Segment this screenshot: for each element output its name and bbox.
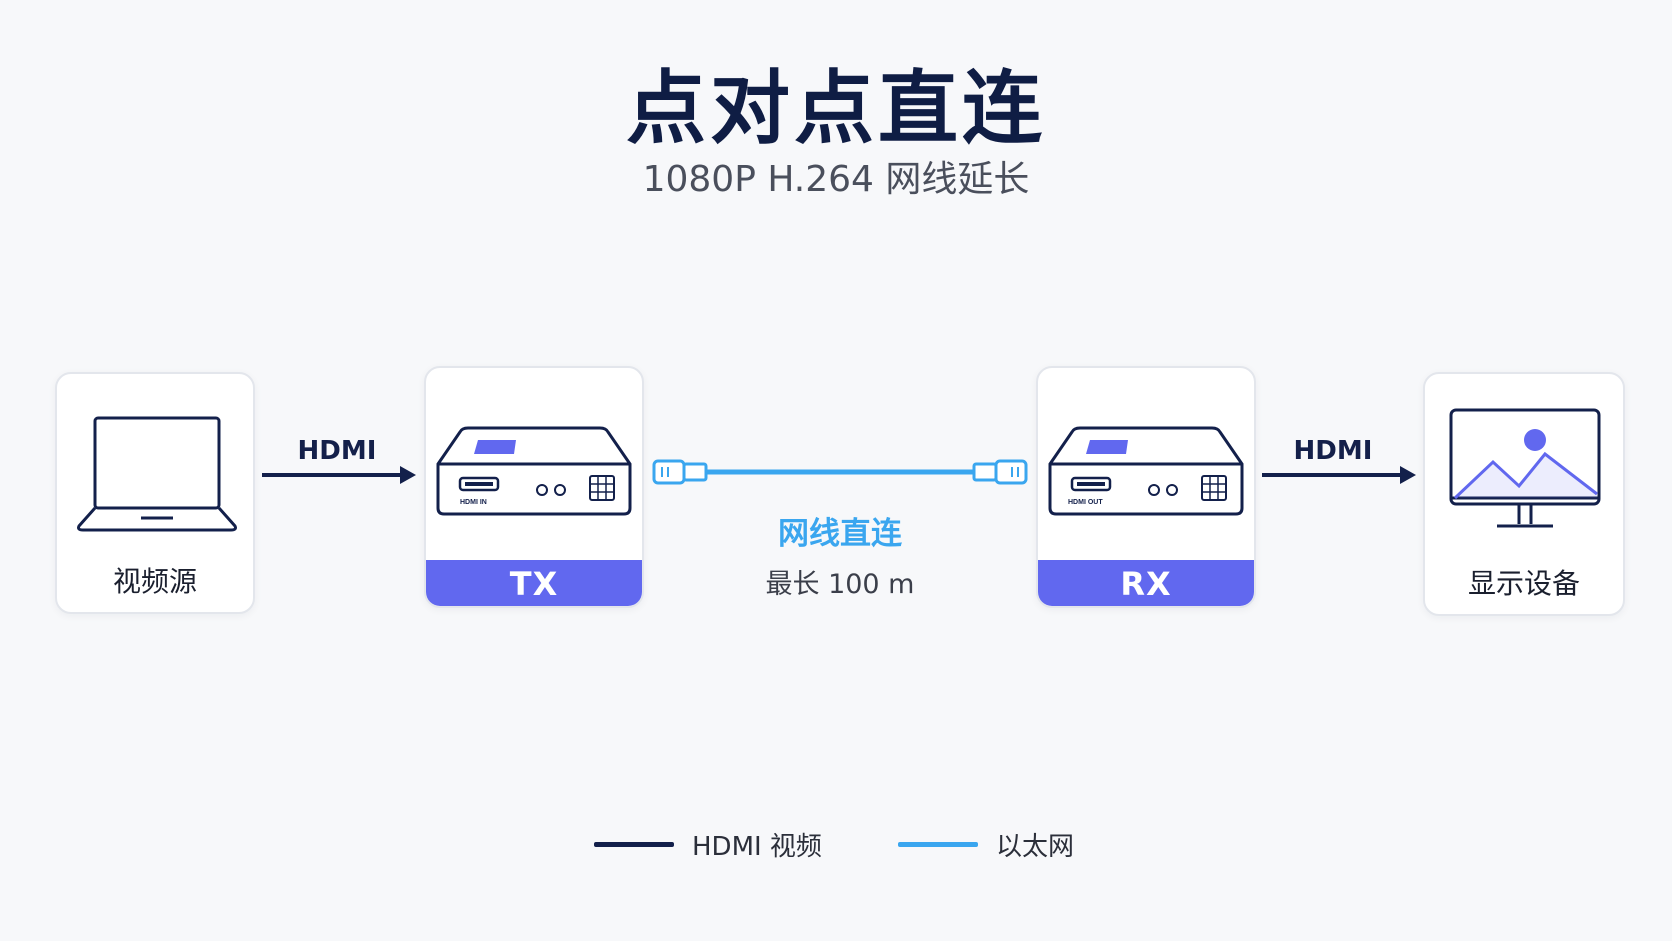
display-device-label: 显示设备 bbox=[1467, 567, 1580, 600]
ethernet-cable-icon bbox=[652, 459, 1028, 485]
hdmi-label-right: HDMI bbox=[1293, 436, 1373, 466]
hdmi-arrow-right bbox=[1262, 466, 1416, 484]
hdmi-arrow-left bbox=[262, 466, 416, 484]
video-source-card: 视频源 bbox=[55, 372, 255, 614]
rx-port-label: HDMI OUT bbox=[1068, 499, 1103, 506]
cable-title: 网线直连 bbox=[778, 516, 902, 552]
legend-hdmi-line bbox=[594, 842, 674, 847]
legend-hdmi-label: HDMI 视频 bbox=[692, 832, 822, 862]
video-source-label: 视频源 bbox=[112, 565, 197, 598]
legend-ethernet-line bbox=[898, 842, 978, 847]
cable-max-length: 最长 100 m bbox=[765, 569, 915, 600]
rx-device-icon: HDMI OUT bbox=[1048, 426, 1244, 516]
tx-device-icon: HDMI IN bbox=[436, 426, 632, 516]
page-title: 点对点直连 bbox=[626, 62, 1046, 155]
tx-port-label: HDMI IN bbox=[460, 499, 487, 506]
laptop-icon bbox=[77, 416, 237, 532]
display-device-card: 显示设备 bbox=[1423, 372, 1625, 616]
legend-ethernet-label: 以太网 bbox=[996, 832, 1075, 862]
rx-card: HDMI OUT RX bbox=[1036, 366, 1256, 608]
tx-label: TX bbox=[426, 560, 642, 606]
hdmi-label-left: HDMI bbox=[297, 436, 377, 466]
rx-label: RX bbox=[1038, 560, 1254, 606]
tx-card: HDMI IN TX bbox=[424, 366, 644, 608]
monitor-icon bbox=[1449, 408, 1601, 528]
page-subtitle: 1080P H.264 网线延长 bbox=[642, 159, 1030, 200]
